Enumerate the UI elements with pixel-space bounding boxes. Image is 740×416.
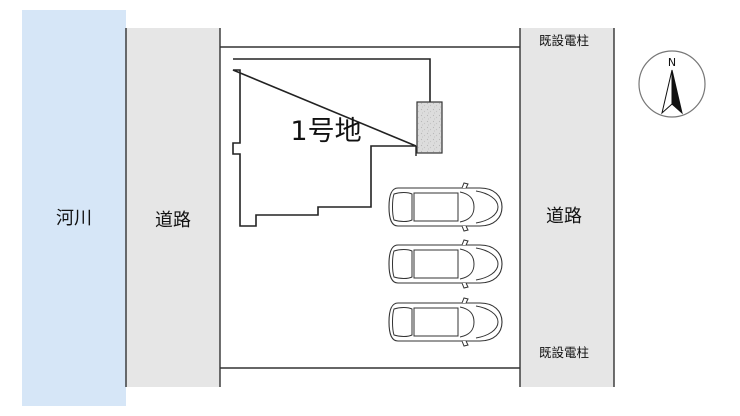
compass-north-label: N <box>668 56 676 69</box>
car-icon <box>388 182 503 232</box>
right-road-label: 道路 <box>546 206 582 227</box>
north-compass-icon: N <box>638 50 706 118</box>
river-label: 河川 <box>56 208 92 229</box>
left-road <box>126 28 220 387</box>
car-icon <box>388 239 503 289</box>
left-road-label: 道路 <box>155 210 191 231</box>
utility-pole-top-label: 既設電柱 <box>539 33 589 48</box>
building-footprint <box>232 58 431 227</box>
equipment-box <box>416 101 443 154</box>
lot-label: 1号地 <box>290 116 361 147</box>
river <box>22 10 126 406</box>
car-icon <box>388 297 503 347</box>
right-road <box>520 28 614 387</box>
utility-pole-bottom-label: 既設電柱 <box>539 345 589 360</box>
